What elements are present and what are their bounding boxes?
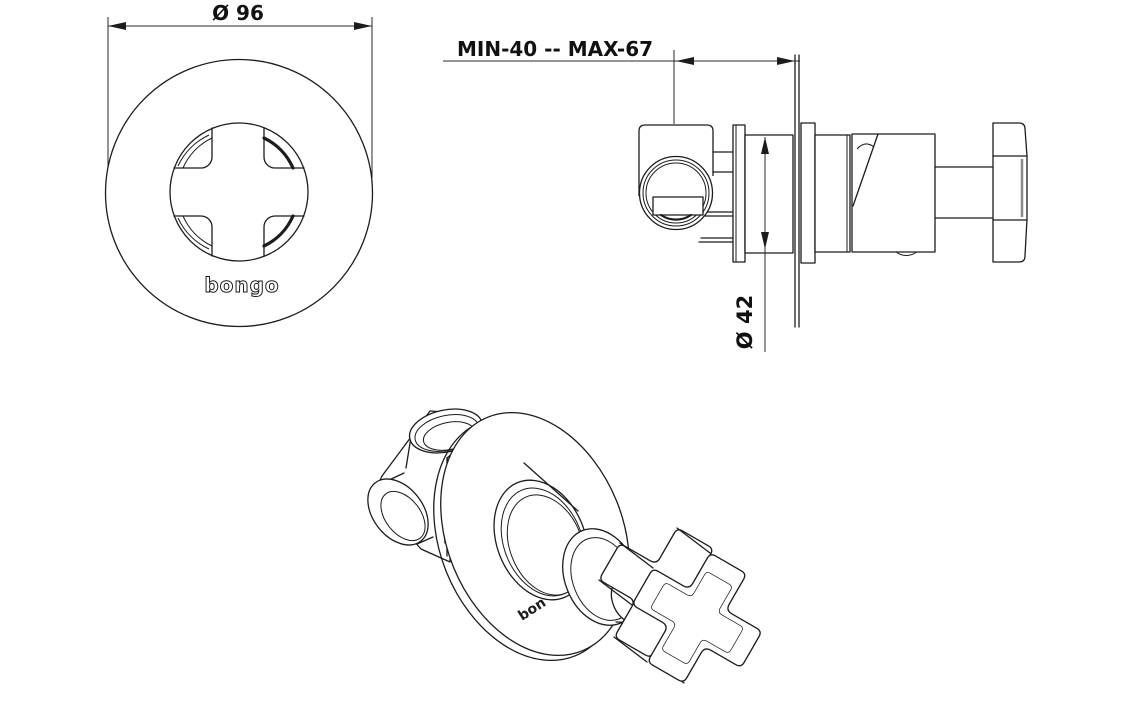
handle-hub-side: [851, 133, 936, 253]
inlet-port-chord: [652, 196, 704, 216]
arrowhead-left: [108, 22, 126, 30]
dim-label-diameter-96: Ø 96: [212, 1, 264, 25]
front-view: Ø 96 bongo: [104, 1, 374, 328]
handle-arc-top-left-2: [177, 134, 210, 167]
inlet-port-ring-2: [642, 159, 710, 227]
inlet-port-outer-ring: [638, 155, 714, 231]
inlet-port-ring-3: [645, 162, 707, 224]
iso-left-port: [367, 472, 434, 546]
arrowhead-left: [676, 57, 694, 65]
body-flange-connectors: [698, 151, 734, 243]
handle-arc-top-left: [182, 137, 213, 169]
knob-bevel-contour: [651, 572, 743, 664]
sleeve-side: [814, 134, 851, 253]
dim-label-diameter-42: Ø 42: [733, 295, 757, 349]
side-dimension-42: Ø 42: [733, 137, 769, 352]
inlet-port-lower-arc: [659, 213, 693, 221]
arrowhead-up: [761, 137, 769, 154]
hub-diagonal-edge: [852, 133, 879, 207]
mounting-flange: [732, 124, 746, 263]
brand-logo-front: bongo: [204, 273, 279, 297]
hub-bottom-arc: [895, 251, 918, 256]
handle-arc-top-right: [262, 136, 295, 170]
side-dimension-depth: MIN-40 -- MAX-67: [443, 37, 800, 124]
knob-front-face: [633, 554, 761, 682]
escutcheon-side: [800, 122, 816, 264]
hub-top-arc: [856, 143, 875, 150]
front-dimension-96: Ø 96: [107, 1, 373, 178]
cross-handle: [173, 127, 305, 257]
handle-base-circle: [169, 122, 309, 262]
iso-cross-knob: [598, 527, 761, 684]
handle-arc-bottom-left-2: [177, 217, 210, 250]
side-view: MIN-40 -- MAX-67 Ø 42: [443, 37, 1028, 352]
handle-arc-bottom-right: [262, 214, 295, 248]
arrowhead-down: [761, 232, 769, 249]
arrowhead-right: [354, 22, 372, 30]
arrowhead-right: [777, 57, 795, 65]
dim-label-depth-range: MIN-40 -- MAX-67: [457, 37, 653, 61]
cross-knob-side: [992, 122, 1028, 263]
isometric-view: bon: [367, 408, 761, 684]
handle-arc-bottom-left: [182, 215, 213, 247]
cartridge-housing: [744, 134, 794, 254]
